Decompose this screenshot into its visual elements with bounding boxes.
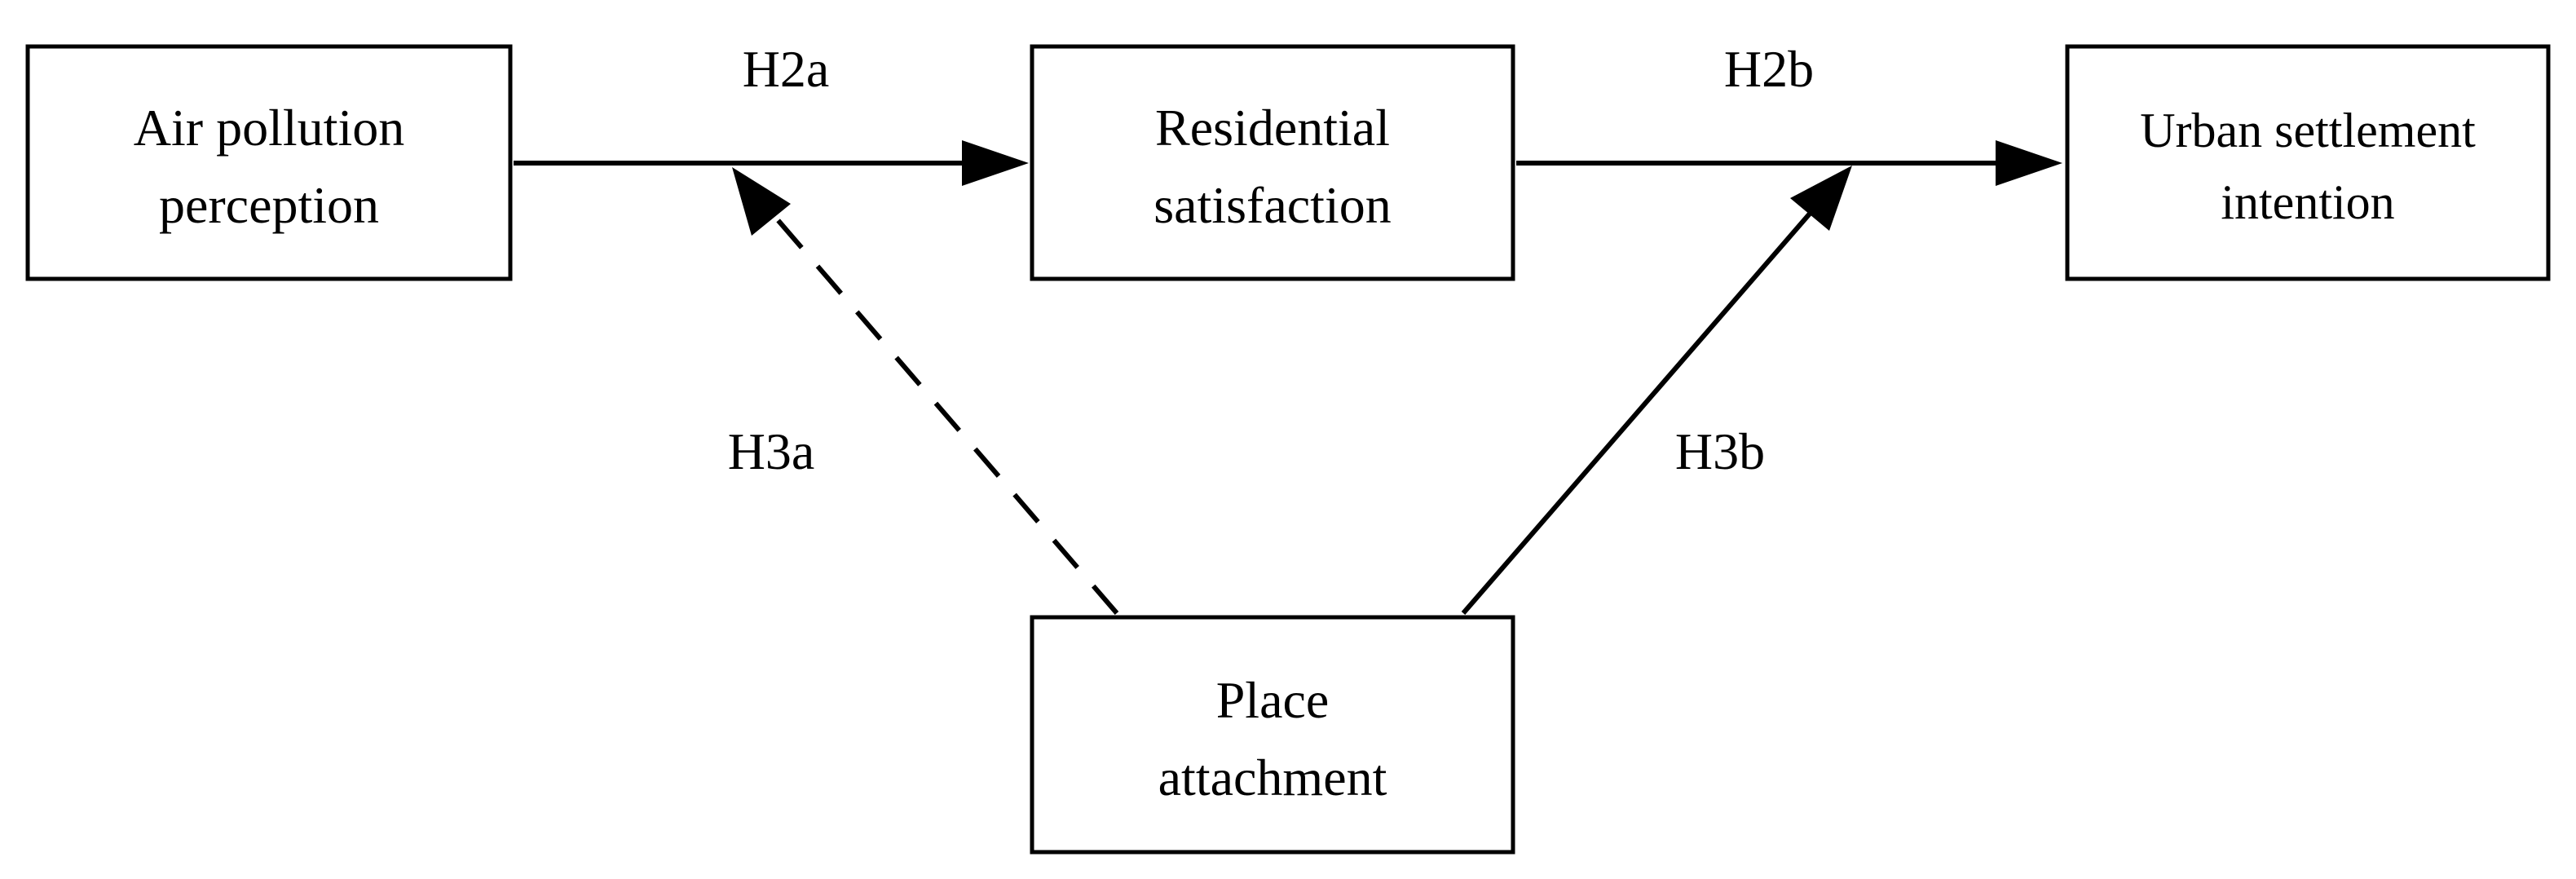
node-box — [25, 44, 513, 281]
node-label-line1: Air pollution — [134, 99, 404, 157]
node-label-line1: Place — [1216, 671, 1330, 729]
edge-h3a-arrowhead — [732, 167, 791, 236]
node-label-line2: intention — [2221, 175, 2394, 229]
node-air-pollution-perception: Air pollution perception — [25, 44, 513, 281]
edge-h2a-arrowhead — [962, 140, 1029, 186]
node-place-attachment: Place attachment — [1030, 615, 1515, 855]
edge-h3b-arrowhead — [1790, 166, 1852, 231]
node-label-line2: perception — [159, 176, 379, 234]
node-box — [2065, 44, 2551, 281]
node-box — [1030, 44, 1515, 281]
node-urban-settlement-intention: Urban settlement intention — [2065, 44, 2551, 281]
node-box — [1030, 615, 1515, 855]
edge-h2a-label: H2a — [743, 40, 830, 98]
edge-h3b-line — [1461, 212, 1812, 615]
node-label-line2: satisfaction — [1153, 176, 1391, 234]
node-label-line1: Residential — [1155, 99, 1390, 157]
edge-h2a — [514, 140, 1029, 186]
node-label-line2: attachment — [1158, 749, 1387, 806]
edge-h3b-label: H3b — [1675, 422, 1765, 480]
edge-h2b-label: H2b — [1724, 40, 1814, 98]
edge-h3a-label: H3a — [728, 422, 815, 480]
edge-h2b — [1516, 140, 2062, 186]
edge-h2b-arrowhead — [1996, 140, 2062, 186]
edge-h3a-line — [772, 214, 1119, 615]
edge-h3b — [1461, 166, 1852, 615]
edge-h3a — [732, 167, 1119, 615]
node-label-line1: Urban settlement — [2140, 104, 2476, 157]
node-residential-satisfaction: Residential satisfaction — [1030, 44, 1515, 281]
